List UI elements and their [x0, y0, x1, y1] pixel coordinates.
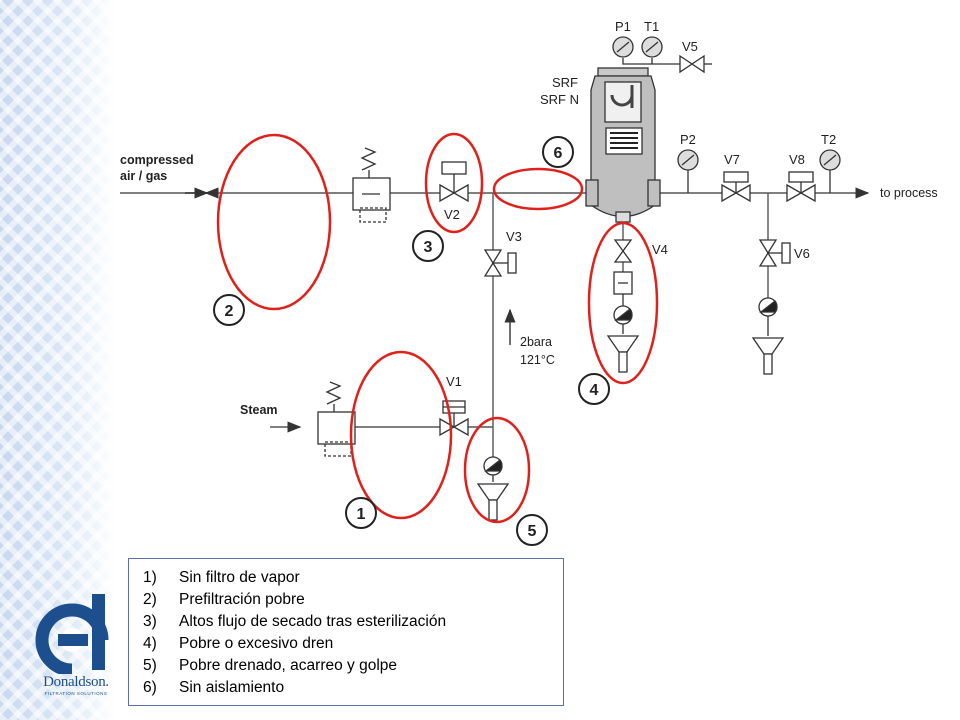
- label-v3: V3: [506, 229, 522, 244]
- label-v7: V7: [724, 152, 740, 167]
- legend-text: Pobre drenado, acarreo y golpe: [179, 657, 398, 674]
- inlet-label-line1: compressed: [120, 153, 194, 167]
- legend-item: 1) Sin filtro de vapor: [143, 567, 553, 589]
- valve-v6: [758, 239, 791, 267]
- gauge-t1: [641, 36, 663, 58]
- marker-1-label: 1: [357, 506, 366, 523]
- steam-label: Steam: [240, 403, 278, 417]
- legend-item: 6) Sin aislamiento: [143, 677, 553, 699]
- pressure-regulator-steam: [317, 381, 356, 457]
- marker-2-label: 2: [225, 303, 234, 320]
- piping-diagram: 1 2 3 4 5 6 compressed air / gas to proc…: [120, 19, 938, 546]
- label-v6: V6: [794, 246, 810, 261]
- legend-box: 1) Sin filtro de vapor 2) Prefiltración po…: [128, 558, 564, 706]
- logo-mark-icon: [35, 594, 109, 677]
- valve-v1: [439, 400, 469, 437]
- label-p1: P1: [615, 19, 631, 34]
- marker-6-label: 6: [554, 145, 563, 162]
- legend-item: 3) Altos flujo de secado tras esterilizac…: [143, 611, 553, 633]
- legend-number: 4): [143, 635, 157, 652]
- legend-text: Altos flujo de secado tras esterilizació…: [179, 613, 447, 630]
- legend-text: Prefiltración pobre: [179, 591, 305, 608]
- highlight-prefilter: [216, 133, 332, 311]
- valve-v3: [483, 249, 517, 277]
- valve-v7: [721, 171, 751, 203]
- valve-v8: [786, 171, 816, 203]
- condition-pressure: 2bara: [520, 335, 552, 349]
- gauge-p1: [612, 36, 634, 58]
- srf-filter-housing: [585, 67, 661, 223]
- drain-trap-outlet: [751, 297, 785, 375]
- label-v4: V4: [652, 242, 668, 257]
- donaldson-logo: Donaldson. FILTRATION SOLUTIONS: [30, 592, 120, 702]
- logo-tagline: FILTRATION SOLUTIONS: [44, 691, 108, 696]
- legend-item: 4) Pobre o excesivo dren: [143, 633, 553, 655]
- label-p2: P2: [680, 132, 696, 147]
- outlet-label: to process: [880, 186, 938, 200]
- highlight-insulation: [492, 167, 584, 211]
- label-v5: V5: [682, 39, 698, 54]
- marker-2-circle: [213, 294, 245, 326]
- legend-number: 2): [143, 591, 157, 608]
- drain-trap-steam: [476, 456, 510, 521]
- valve-v2: [439, 161, 469, 203]
- pressure-regulator-main: [352, 147, 391, 223]
- highlight-filter-drain: [587, 221, 659, 385]
- marker-5-circle: [516, 514, 548, 546]
- inlet-label-line2: air / gas: [120, 169, 167, 183]
- logo-brand-text: Donaldson.: [43, 674, 109, 690]
- marker-5-label: 5: [528, 523, 537, 540]
- label-v1: V1: [446, 374, 462, 389]
- marker-1-circle: [345, 497, 377, 529]
- drain-trap-filter: [606, 271, 640, 373]
- filter-label-srf: SRF: [552, 75, 578, 90]
- highlight-steam-filter: [349, 350, 453, 520]
- condition-temperature: 121°C: [520, 353, 555, 367]
- legend-number: 1): [143, 569, 157, 586]
- marker-3-circle: [412, 230, 444, 262]
- marker-4-circle: [578, 373, 610, 405]
- legend-text: Sin filtro de vapor: [179, 569, 300, 586]
- legend-item: 5) Pobre drenado, acarreo y golpe: [143, 655, 553, 677]
- legend-number: 3): [143, 613, 157, 630]
- gauge-p2: [677, 149, 699, 193]
- gauge-t2: [819, 149, 841, 193]
- highlight-drying-flow: [424, 132, 484, 234]
- label-v8: V8: [789, 152, 805, 167]
- marker-4-label: 4: [590, 382, 599, 399]
- valve-v4: [613, 239, 633, 263]
- legend-text: Sin aislamiento: [179, 679, 285, 696]
- legend-number: 6): [143, 679, 157, 696]
- legend-text: Pobre o excesivo dren: [179, 635, 334, 652]
- legend-number: 5): [143, 657, 157, 674]
- highlight-steam-drain: [463, 416, 531, 524]
- marker-3-label: 3: [424, 239, 433, 256]
- label-t2: T2: [821, 132, 836, 147]
- label-t1: T1: [644, 19, 659, 34]
- legend-item: 2) Prefiltración pobre: [143, 589, 553, 611]
- valve-v5: [622, 54, 712, 74]
- filter-label-srfn: SRF N: [540, 92, 579, 107]
- label-v2: V2: [444, 207, 460, 222]
- marker-6-circle: [542, 136, 574, 168]
